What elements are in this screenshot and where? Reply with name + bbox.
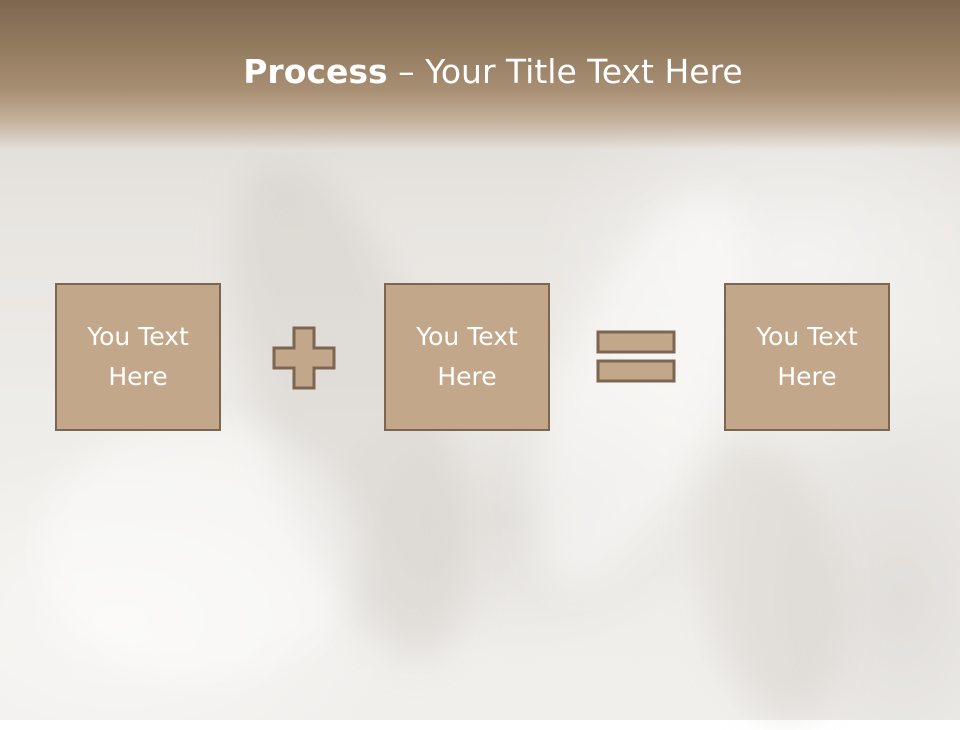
title-band	[0, 0, 960, 150]
box-label-line1: You Text	[756, 322, 858, 351]
fabric-fold	[676, 429, 864, 730]
plus-icon	[272, 326, 336, 390]
title-bold: Process	[243, 52, 388, 91]
slide-title: Process – Your Title Text Here	[0, 52, 960, 91]
box-label-line1: You Text	[87, 322, 189, 351]
box-label-line2: Here	[777, 362, 837, 391]
title-rest: – Your Title Text Here	[387, 52, 743, 91]
fabric-fold	[40, 420, 360, 680]
box-label-line1: You Text	[416, 322, 518, 351]
box-label-line2: Here	[108, 362, 168, 391]
equals-icon	[596, 330, 676, 383]
box-label-line2: Here	[437, 362, 497, 391]
